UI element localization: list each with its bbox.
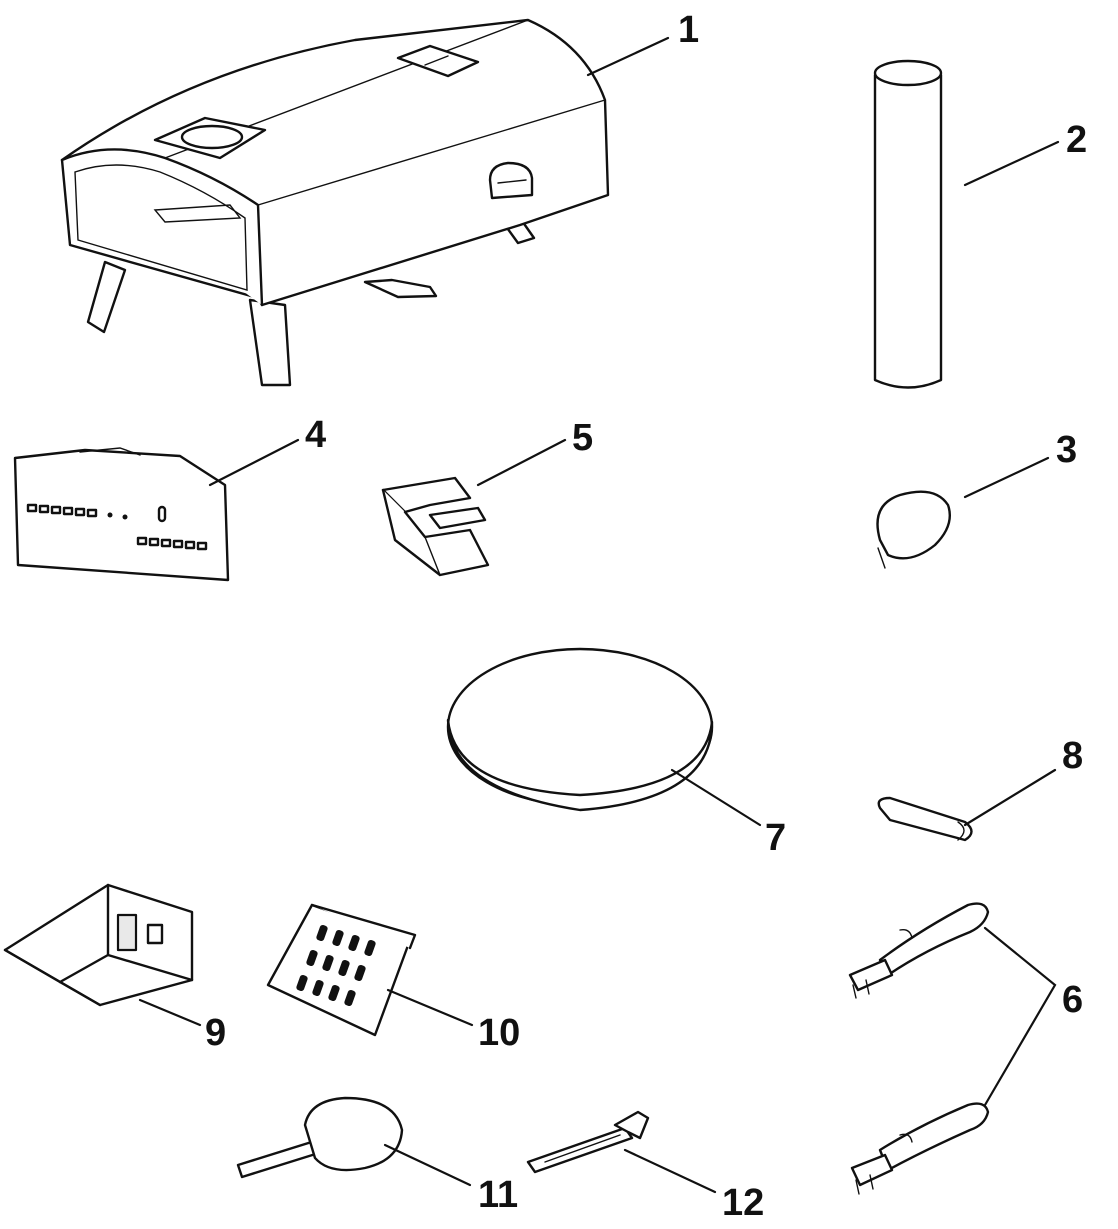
leader-lines	[138, 36, 1060, 1194]
callout-10: 10	[478, 1012, 520, 1054]
part-3-cap	[876, 490, 952, 569]
callout-3: 3	[1056, 429, 1077, 471]
callout-2: 2	[1066, 119, 1087, 161]
part-10-grate	[266, 903, 417, 1037]
part-4-control-panel	[13, 447, 230, 582]
callout-4: 4	[305, 414, 326, 456]
part-7-pizza-stone	[446, 647, 714, 812]
part-11-peel	[236, 1096, 404, 1179]
part-8-handle-piece	[877, 796, 973, 842]
part-5-burner-bracket	[381, 476, 490, 577]
callout-12: 12	[722, 1182, 764, 1224]
callout-7: 7	[765, 817, 786, 859]
grate-slots	[296, 924, 376, 1007]
part-12-tool	[526, 1110, 650, 1174]
part-1-oven	[60, 18, 610, 387]
part-2-chimney	[873, 59, 943, 389]
callout-6: 6	[1062, 979, 1083, 1021]
callout-8: 8	[1062, 735, 1083, 777]
panel-buttons	[26, 503, 208, 551]
callout-5: 5	[572, 417, 593, 459]
callout-11: 11	[478, 1174, 518, 1216]
part-6-handles	[848, 902, 990, 1195]
callout-9: 9	[205, 1012, 226, 1054]
callout-1: 1	[678, 9, 699, 51]
callout-labels: 1 2 3 4 5 6 7 8 9 10 11 12	[205, 9, 1087, 1224]
part-9-tray	[3, 883, 194, 1007]
